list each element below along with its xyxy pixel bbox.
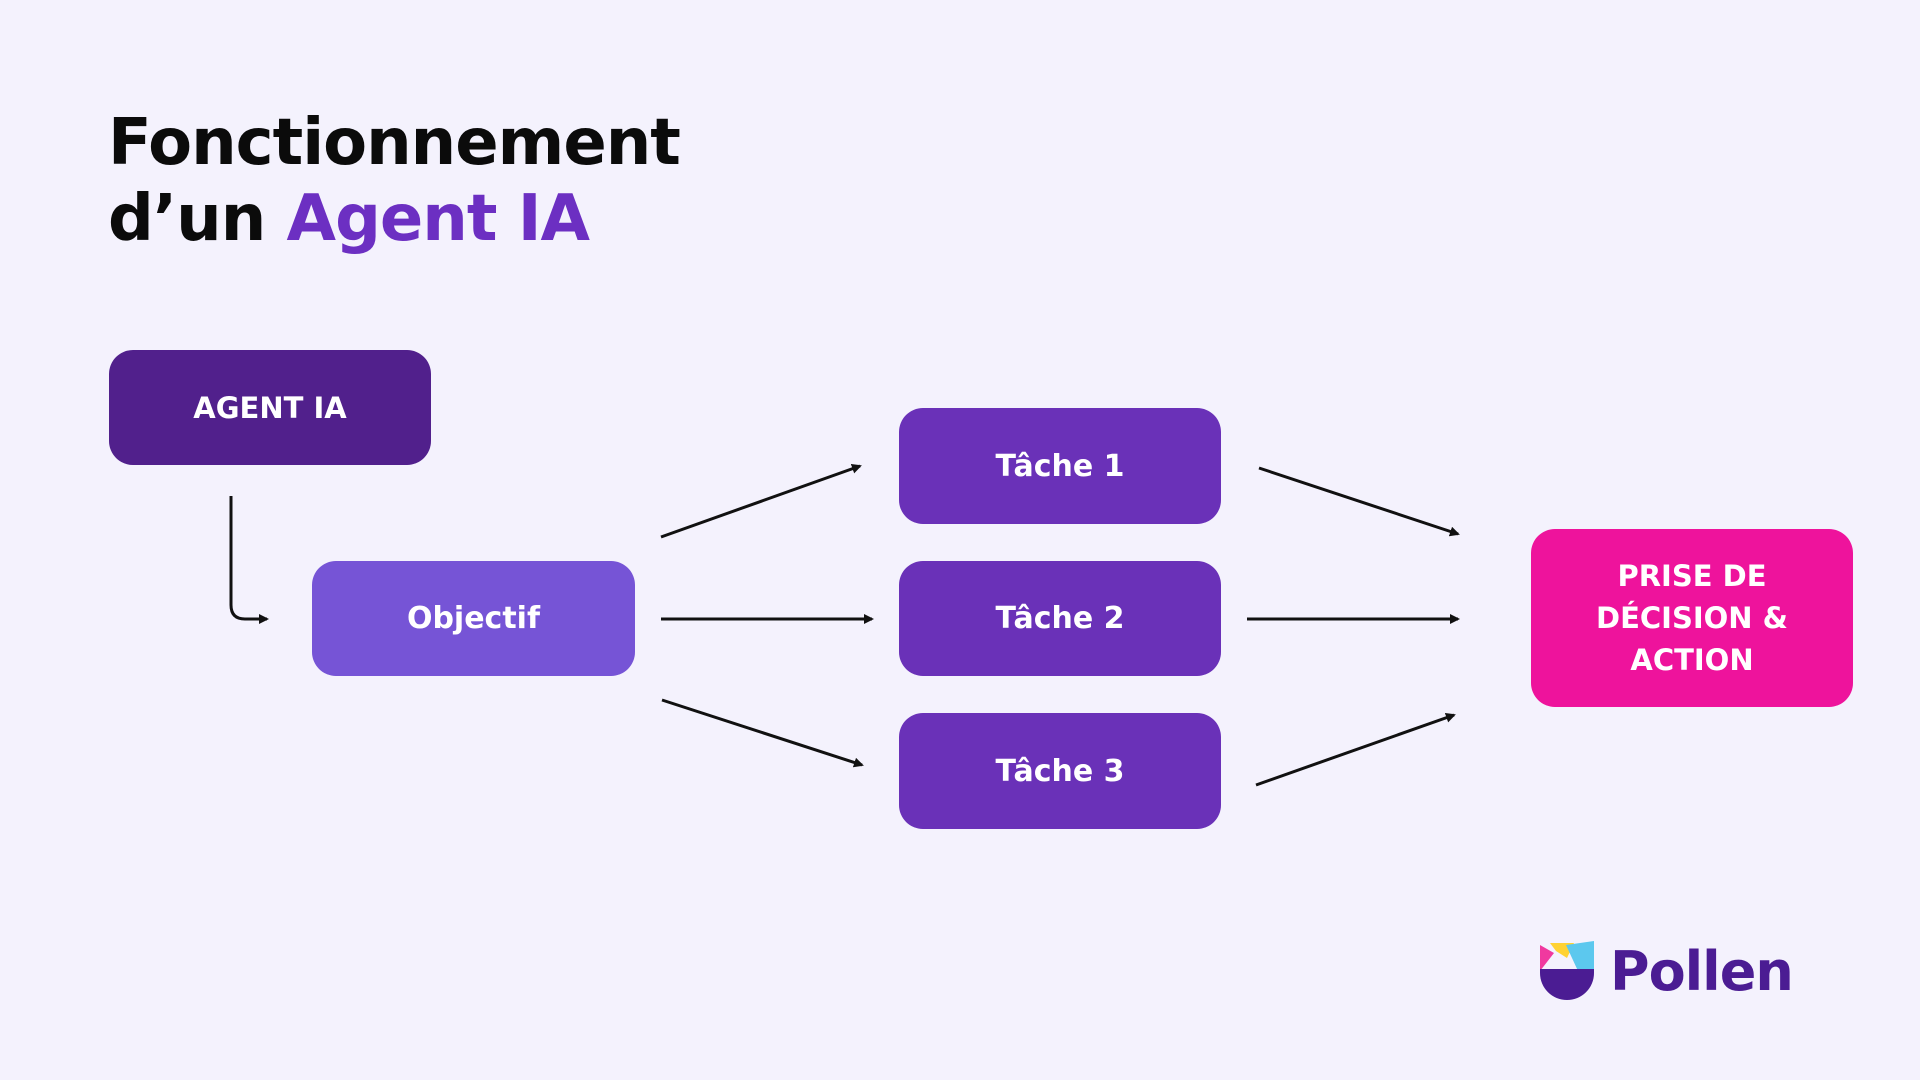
node-tache-1-label: Tâche 1 [995,448,1125,484]
node-agent-ia: AGENT IA [109,350,431,465]
arrow-objective-to-task3 [661,698,864,768]
node-agent-ia-label: AGENT IA [193,390,347,425]
node-objectif-label: Objectif [406,601,541,636]
title-line-1: Fonctionnement [108,106,681,180]
arrow-agent-to-objective [229,496,269,624]
arrow-task1-to-decision [1258,466,1460,537]
node-tache-1: Tâche 1 [899,408,1221,524]
node-decision-action: PRISE DE DÉCISION & ACTION [1531,529,1853,707]
node-objectif: Objectif [312,561,635,676]
arrow-objective-to-task1 [660,463,862,539]
node-decision-label: PRISE DE DÉCISION & ACTION [1596,559,1788,677]
pollen-logo-text: Pollen [1610,940,1794,1003]
pollen-flower-icon [1540,940,1594,1000]
node-tache-3-label: Tâche 3 [995,753,1125,789]
title-accent: Agent IA [286,182,591,256]
node-tache-2-label: Tâche 2 [995,601,1125,636]
node-tache-3: Tâche 3 [899,713,1221,829]
title-line-2: d’un Agent IA [108,181,680,257]
node-tache-2: Tâche 2 [899,561,1221,676]
title-prefix: d’un [108,182,287,256]
page-title: Fonctionnement d’un Agent IA [108,105,681,257]
arrow-task3-to-decision [1255,712,1456,787]
pollen-logo: Pollen [1538,940,1794,1003]
